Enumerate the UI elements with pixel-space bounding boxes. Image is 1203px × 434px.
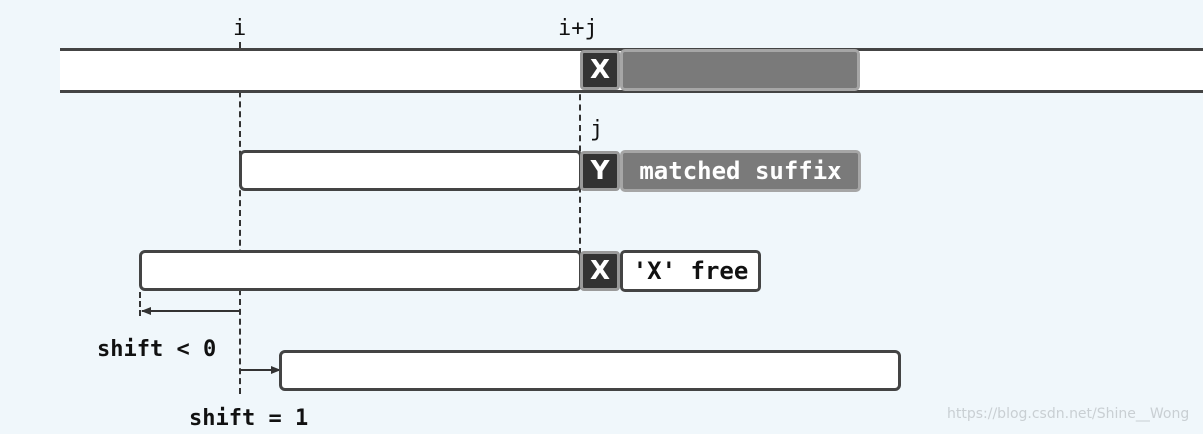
guide-line-i <box>239 42 241 394</box>
text-mismatch-char: X <box>580 50 620 90</box>
shifted-right-pattern-box <box>279 350 901 391</box>
guide-line-shift-left <box>139 292 141 316</box>
label-i: i <box>233 16 247 41</box>
x-free-block: 'X' free <box>620 250 761 292</box>
shifted-char: X <box>580 251 620 291</box>
watermark: https://blog.csdn.net/Shine__Wong <box>947 406 1190 422</box>
label-shift-eq-1: shift = 1 <box>189 406 309 431</box>
label-i-plus-j: i+j <box>558 16 598 41</box>
matched-suffix-block: matched suffix <box>620 150 861 192</box>
pattern-mismatch-char: Y <box>580 151 620 191</box>
label-shift-lt-0: shift < 0 <box>97 337 217 362</box>
pattern-box <box>239 150 582 191</box>
label-j: j <box>590 117 604 142</box>
text-matched-block <box>620 49 860 91</box>
shifted-pattern-box <box>139 250 582 291</box>
